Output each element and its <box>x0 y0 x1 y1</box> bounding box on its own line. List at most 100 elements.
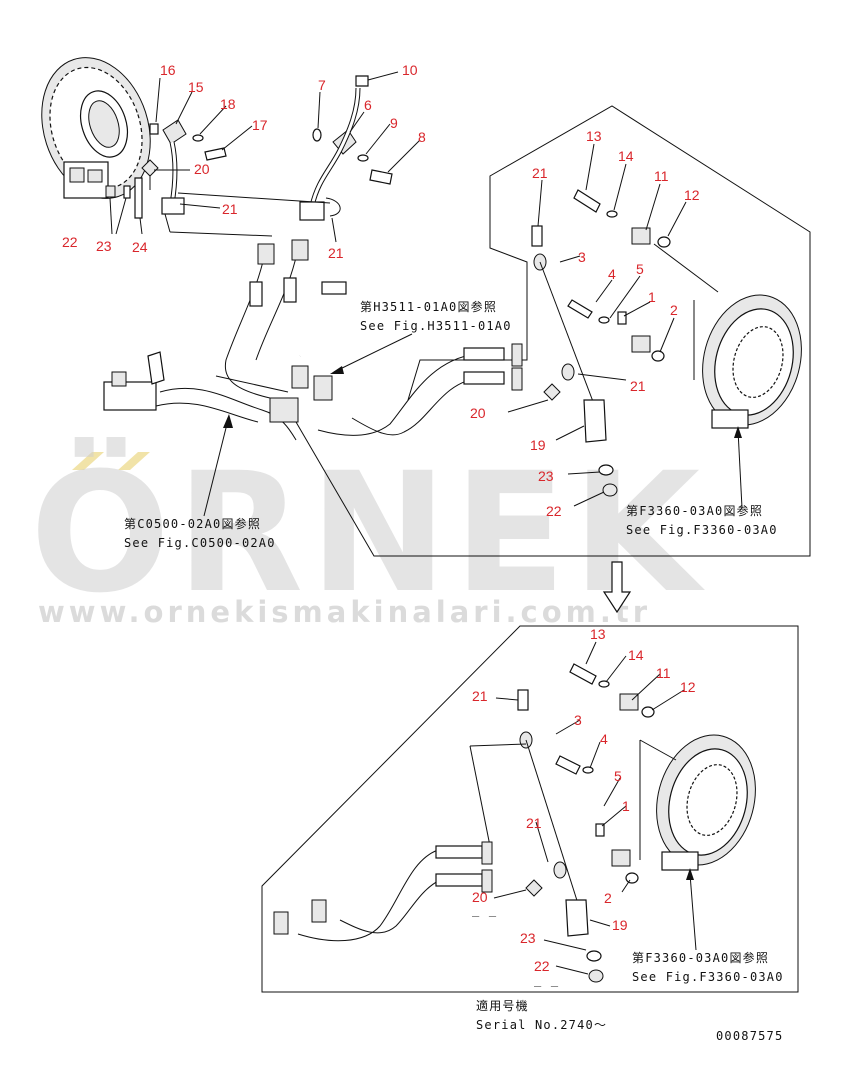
mid-assembly <box>317 189 802 509</box>
bottom-assembly <box>273 663 756 983</box>
callout: 3 <box>578 249 586 265</box>
watermark-accent-right <box>118 452 150 470</box>
part-1-plug-bottom <box>595 823 605 837</box>
part-13-bolt <box>573 189 601 213</box>
callout: 14 <box>618 148 634 164</box>
callout: 7 <box>318 77 326 93</box>
callouts-mid: 13 14 21 11 12 3 4 5 1 2 21 20 19 23 22 <box>470 128 700 519</box>
down-arrow <box>602 561 632 614</box>
ref-f3360-bot-jp: 第F3360-03A0図参照 <box>632 950 769 965</box>
callout: 20 <box>194 161 210 177</box>
callout: 12 <box>680 679 696 695</box>
ref-f3360-bot-en: See Fig.F3360-03A0 <box>632 970 784 984</box>
clutch-ring-bottom <box>656 734 756 871</box>
clutch-ring-mid <box>702 294 802 429</box>
part-23-washer <box>123 185 131 199</box>
callout: 2 <box>670 302 678 318</box>
ref-c0500-jp: 第C0500-02A0図参照 <box>124 516 261 531</box>
part-22-nut <box>105 185 116 198</box>
callout: 10 <box>402 62 418 78</box>
callout: 22 <box>62 234 78 250</box>
part-5-washer-bottom <box>582 766 594 774</box>
callout: 21 <box>222 201 238 217</box>
callout: 22 <box>534 958 550 974</box>
callout: 13 <box>586 128 602 144</box>
part-23-washer-mid <box>598 464 614 476</box>
callout: 6 <box>364 97 372 113</box>
callout: 4 <box>608 266 616 282</box>
callout: 22 <box>546 503 562 519</box>
callout: 21 <box>630 378 646 394</box>
callout: 11 <box>656 665 671 681</box>
reference-labels: 第H3511-01A0図参照 See Fig.H3511-01A0 第C0500… <box>124 299 784 984</box>
part-4-bolt-bottom <box>555 755 581 775</box>
callout: 19 <box>530 437 546 453</box>
callout: 18 <box>220 96 236 112</box>
image-code: 00087575 <box>716 1029 783 1043</box>
part-16-plug <box>149 123 159 135</box>
part-24-bracket <box>134 177 143 219</box>
callouts-bottom: 13 14 11 12 21 3 4 5 1 21 2 20 19 23 22 <box>472 626 696 974</box>
callout: 2 <box>604 890 612 906</box>
part-2-oring-bottom <box>625 872 639 884</box>
callout: 21 <box>526 815 542 831</box>
callout: 14 <box>628 647 644 663</box>
callout: 3 <box>574 712 582 728</box>
watermark: ÖRNEK www.ornekismakinalari.com.tr <box>30 436 706 629</box>
dash-mark: _ _ <box>534 973 559 987</box>
ref-c0500-en: See Fig.C0500-02A0 <box>124 536 276 550</box>
callout: 9 <box>390 115 398 131</box>
part-22-nut-bottom <box>588 969 604 983</box>
part-12-oring-bottom <box>641 706 655 718</box>
bottom-frame <box>261 625 799 993</box>
callout: 8 <box>418 129 426 145</box>
leader-lines <box>109 71 687 975</box>
callout: 5 <box>636 261 644 277</box>
callout: 5 <box>614 768 622 784</box>
valve-block-left <box>103 351 299 441</box>
callout: 16 <box>160 62 176 78</box>
callouts-top: 16 15 18 17 7 10 6 9 8 20 21 21 22 23 24 <box>62 62 426 261</box>
part-15-elbow <box>162 119 187 145</box>
part-4-bolt <box>567 299 593 319</box>
callout: 11 <box>654 168 669 184</box>
callout: 1 <box>648 289 656 305</box>
callout: 23 <box>538 468 554 484</box>
transmission-housing-drawing <box>41 57 151 199</box>
part-9-oring <box>357 154 369 162</box>
callout: 17 <box>252 117 268 133</box>
part-17-bolt <box>204 147 227 161</box>
part-20-bolt-top <box>141 159 159 177</box>
part-10-cap <box>355 75 369 87</box>
part-22-nut-mid <box>602 483 618 497</box>
callout: 15 <box>188 79 204 95</box>
callout: 20 <box>470 405 486 421</box>
part-8-bolt <box>369 169 393 185</box>
watermark-brand: ÖRNEK <box>30 436 706 629</box>
dash-mark: _ _ <box>472 903 497 917</box>
part-7-oring <box>312 128 322 142</box>
hose-pair-top <box>224 239 309 399</box>
part-2-oring <box>651 350 665 362</box>
watermark-url: www.ornekismakinalari.com.tr <box>38 595 651 629</box>
callout: 20 <box>472 889 488 905</box>
callout: 21 <box>472 688 488 704</box>
part-12-oring <box>657 236 671 248</box>
callout: 13 <box>590 626 606 642</box>
callout: 23 <box>520 930 536 946</box>
part-23-washer-bottom <box>586 950 602 962</box>
callout: 12 <box>684 187 700 203</box>
ref-h3511-en: See Fig.H3511-01A0 <box>360 319 512 333</box>
callout: 4 <box>600 731 608 747</box>
serial-label-jp: 適用号機 <box>476 998 529 1013</box>
callout: 1 <box>622 798 630 814</box>
ref-f3360-mid-en: See Fig.F3360-03A0 <box>626 523 778 537</box>
part-20-bolt-bottom <box>525 879 543 897</box>
callout: 21 <box>532 165 548 181</box>
part-13-bolt-bottom <box>569 663 597 685</box>
callout: 24 <box>132 239 148 255</box>
part-19-bracket <box>583 399 607 443</box>
callout: 21 <box>328 245 344 261</box>
callout: 19 <box>612 917 628 933</box>
